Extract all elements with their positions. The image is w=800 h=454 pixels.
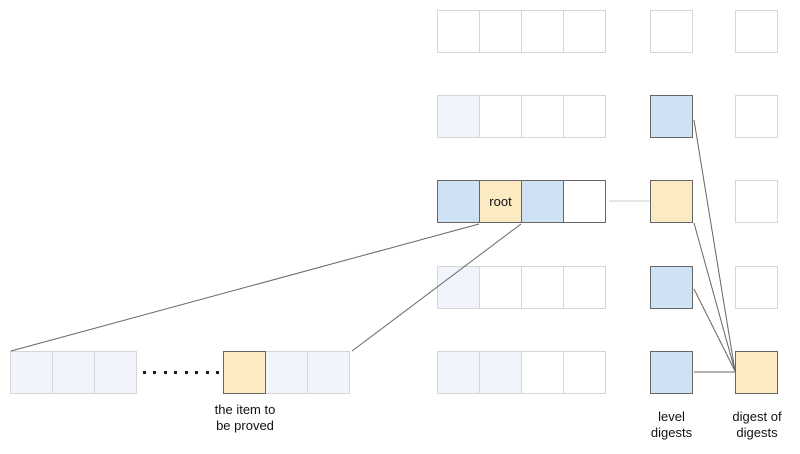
digest-of-digests-box-4-cell-1 xyxy=(735,266,778,309)
matrix-row-5-cell-4 xyxy=(563,351,606,394)
level-label-line2: digests xyxy=(650,425,693,440)
matrix-row-1-cell-3 xyxy=(521,10,564,53)
ellipsis-dot xyxy=(174,371,178,374)
item-label-line2: be proved xyxy=(216,418,274,433)
ellipsis-dot xyxy=(163,371,167,374)
item-list-right-cell-2 xyxy=(265,351,308,394)
item-list-right-cell-3 xyxy=(307,351,350,394)
level-digest-box-2-cell-1 xyxy=(650,95,693,138)
digest-label-line2: digests xyxy=(736,425,778,440)
matrix-row-1-cell-4 xyxy=(563,10,606,53)
item-list-left-cell-3 xyxy=(94,351,137,394)
matrix-row-1-cell-2 xyxy=(479,10,522,53)
level-digest-box-5-cell-1 xyxy=(650,351,693,394)
ellipsis-dot xyxy=(205,371,209,374)
digest-of-digests-box-3-cell-1 xyxy=(735,180,778,223)
connector-line-5 xyxy=(693,222,736,372)
matrix-row-4-cell-3 xyxy=(521,266,564,309)
matrix-row-1-cell-1 xyxy=(437,10,480,53)
matrix-row-5-cell-3 xyxy=(521,351,564,394)
matrix-row-2-cell-3 xyxy=(521,95,564,138)
item-to-be-proved-label: the item to be proved xyxy=(180,402,310,434)
matrix-row-5-cell-2 xyxy=(479,351,522,394)
item-label-line1: the item to xyxy=(214,402,276,417)
connector-line-6 xyxy=(693,288,736,372)
matrix-row-2-cell-2 xyxy=(479,95,522,138)
root-label: root xyxy=(489,194,512,209)
connector-line-4 xyxy=(693,119,736,372)
level-digest-box-4-cell-1 xyxy=(650,266,693,309)
item-list-right-cell-1 xyxy=(223,351,266,394)
ellipsis-dot xyxy=(153,371,157,374)
connector-line-1 xyxy=(10,223,480,352)
digest-of-digests-box-2-cell-1 xyxy=(735,95,778,138)
ellipsis-dot xyxy=(184,371,188,374)
matrix-row-4-cell-2 xyxy=(479,266,522,309)
item-list-left-cell-1 xyxy=(10,351,53,394)
digest-of-digests-label: digest of digests xyxy=(712,409,800,441)
digest-of-digests-box-1-cell-1 xyxy=(735,10,778,53)
ellipsis-dot xyxy=(195,371,199,374)
matrix-row-2-cell-4 xyxy=(563,95,606,138)
matrix-row-4-cell-4 xyxy=(563,266,606,309)
ellipsis-dot xyxy=(216,371,219,374)
matrix-row-4-cell-1 xyxy=(437,266,480,309)
matrix-row-5-cell-1 xyxy=(437,351,480,394)
ellipsis-dot xyxy=(143,371,146,374)
ellipsis-dots xyxy=(143,371,219,374)
level-digest-box-1-cell-1 xyxy=(650,10,693,53)
digest-of-digests-box-5-cell-1 xyxy=(735,351,778,394)
level-digest-box-3-cell-1 xyxy=(650,180,693,223)
matrix-row-3-root-cell-1 xyxy=(437,180,480,223)
digest-label-line1: digest of xyxy=(732,409,782,424)
level-digests-label: level digests xyxy=(631,409,712,441)
matrix-row-2-cell-1 xyxy=(437,95,480,138)
item-list-left-cell-2 xyxy=(52,351,95,394)
matrix-row-3-root-cell-4 xyxy=(563,180,606,223)
level-label-line1: level xyxy=(658,409,685,424)
matrix-row-3-root-cell-3 xyxy=(521,180,564,223)
